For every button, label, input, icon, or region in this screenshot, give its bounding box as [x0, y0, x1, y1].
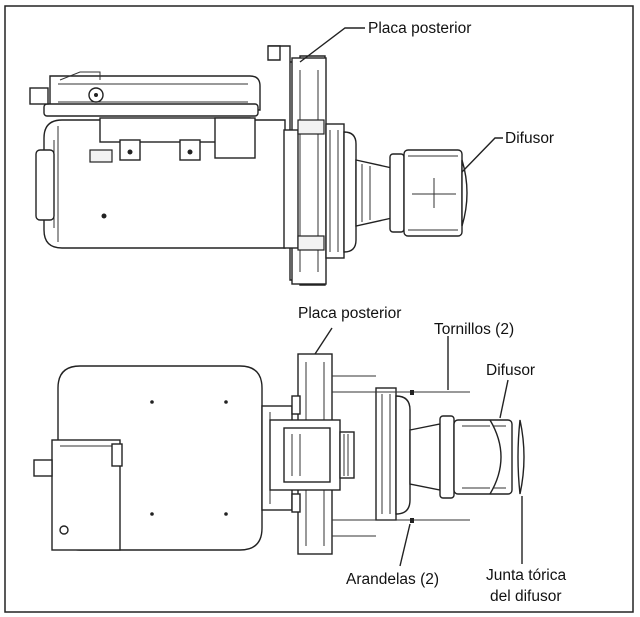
label-diffuser-bottom: Difusor [486, 362, 535, 379]
diffuser-exploded [453, 419, 513, 495]
leader-back-plate-bottom [314, 327, 333, 355]
volute-exploded [375, 387, 411, 521]
volute-housing [325, 123, 357, 259]
label-diffuser-top: Difusor [505, 130, 554, 147]
label-back-plate-top: Placa posterior [368, 20, 471, 37]
impeller [269, 419, 355, 491]
diffuser-oring [517, 419, 525, 495]
back-plate [267, 45, 327, 286]
control-box [29, 71, 261, 117]
label-washers: Arandelas (2) [346, 571, 439, 588]
label-oring-line2: del difusor [490, 588, 562, 605]
exploded-pump: Placa posterior Tornillos (2) Difusor Ar… [33, 305, 567, 605]
label-back-plate-bottom: Placa posterior [298, 305, 401, 322]
label-oring-line1: Junta tórica [486, 567, 567, 584]
leader-washers [399, 523, 411, 567]
leader-diffuser-bottom [499, 379, 509, 419]
label-screws: Tornillos (2) [434, 321, 514, 338]
assembled-pump: Placa posterior Difusor [29, 20, 554, 286]
leader-back-plate-top [299, 27, 365, 63]
diffuser-assembled [355, 149, 468, 237]
leader-diffuser-top [461, 137, 503, 173]
figure-frame [4, 5, 634, 613]
